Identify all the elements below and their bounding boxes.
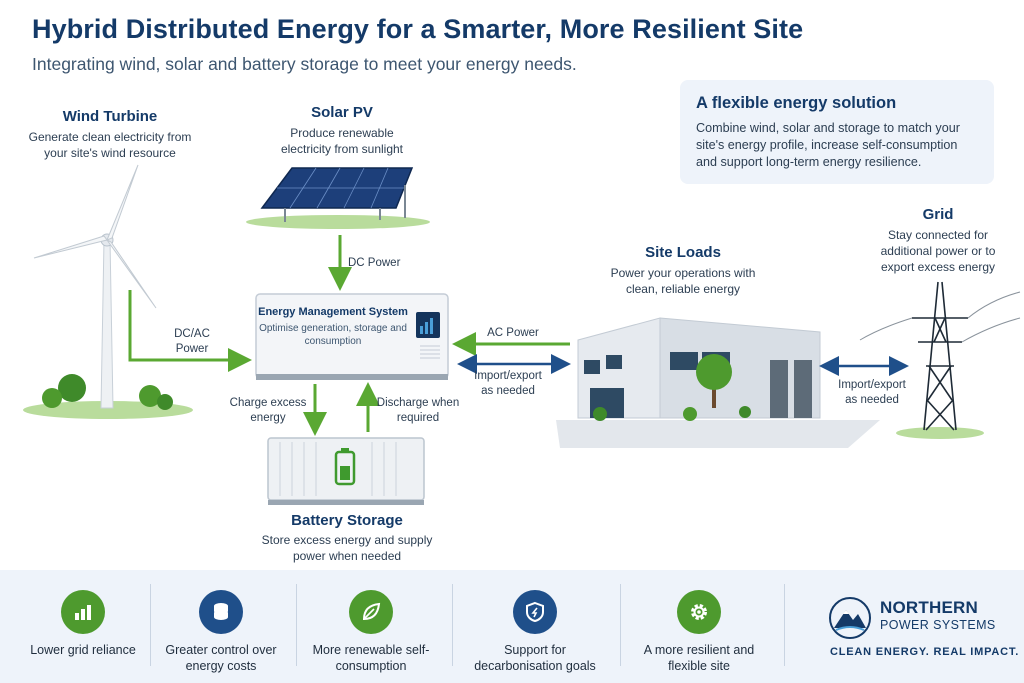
grid-pylon-illustration [859,281,1021,439]
page-title: Hybrid Distributed Energy for a Smarter,… [32,14,804,44]
wind-turbine-desc: Generate clean electricity from your sit… [28,130,192,160]
flow-ac-power: AC Power [487,327,539,339]
leaf-icon [349,590,393,634]
info-card: A flexible energy solution Combine wind,… [680,80,994,184]
site-loads-label: Site Loads Power your operations with cl… [598,244,768,297]
site-loads-desc: Power your operations with clean, reliab… [610,266,756,296]
footer-divider [296,584,297,666]
grid-label: Grid Stay connected for additional power… [868,206,1008,275]
grid-title: Grid [922,206,954,223]
solar-pv-desc: Produce renewable electricity from sunli… [280,126,404,156]
solar-pv-title: Solar PV [311,104,373,121]
wind-turbine-title: Wind Turbine [62,108,158,125]
grid-desc: Stay connected for additional power or t… [880,228,996,274]
benefit-label: More renewable self-consumption [312,643,430,673]
battery-storage-desc: Store excess energy and supply power whe… [261,533,433,563]
page-subtitle: Integrating wind, solar and battery stor… [32,54,577,74]
solar-pv-label: Solar PV Produce renewable electricity f… [270,104,414,157]
flow-import-export-site: Import/export as needed [474,370,542,397]
ems-desc: Optimise generation, storage and consump… [259,323,407,347]
ems-title: Energy Management System [258,306,408,318]
battery-storage-label: Battery Storage Store excess energy and … [252,512,442,564]
info-card-title: A flexible energy solution [696,94,897,112]
footer-divider [784,584,785,666]
benefit-self-consumption: More renewable self-consumption [296,590,446,674]
footer-divider [452,584,453,666]
benefit-decarbonisation: Support for decarbonisation goals [460,590,610,674]
wind-turbine-illustration [23,164,193,419]
benefits-footer: Lower grid reliance Greater control over… [0,570,1024,683]
wind-turbine-label: Wind Turbine Generate clean electricity … [20,108,200,161]
benefit-label: A more resilient and flexible site [643,643,755,673]
benefit-energy-costs: Greater control over energy costs [146,590,296,674]
site-loads-title: Site Loads [645,244,721,261]
arrow-wind-to-ems [128,290,252,372]
brand-name: NORTHERN [880,598,978,617]
brand-tagline: CLEAN ENERGY. REAL IMPACT. [830,646,1020,658]
flow-dcac-power: DC/AC Power [174,328,210,355]
brand-subtitle: POWER SYSTEMS [880,618,996,632]
site-building-illustration [556,317,880,448]
info-card-body: Combine wind, solar and storage to match… [696,121,960,169]
bar-chart-icon [61,590,105,634]
benefit-resilience: A more resilient and flexible site [624,590,774,674]
solar-panel-illustration [246,167,430,229]
ems-cabinet-illustration [255,293,449,380]
benefit-label: Lower grid reliance [30,643,136,657]
benefit-label: Support for decarbonisation goals [474,643,596,673]
footer-divider [620,584,621,666]
flow-discharge: Discharge when required [376,397,460,424]
flow-import-export-grid: Import/export as needed [838,379,906,406]
flow-charge: Charge excess energy [229,397,307,424]
coins-icon [199,590,243,634]
flow-arrows [128,235,909,436]
battery-container-illustration [267,437,425,505]
flow-dc-power: DC Power [348,257,401,269]
ems-label: Energy Management System Optimise genera… [258,305,408,348]
mountain-logo-icon [829,597,871,639]
benefit-lower-grid-reliance: Lower grid reliance [8,590,158,658]
shield-icon [513,590,557,634]
gear-icon [677,590,721,634]
footer-divider [150,584,151,666]
benefit-label: Greater control over energy costs [165,643,277,673]
energy-flow-diagram [23,164,1021,505]
battery-storage-title: Battery Storage [291,512,403,529]
